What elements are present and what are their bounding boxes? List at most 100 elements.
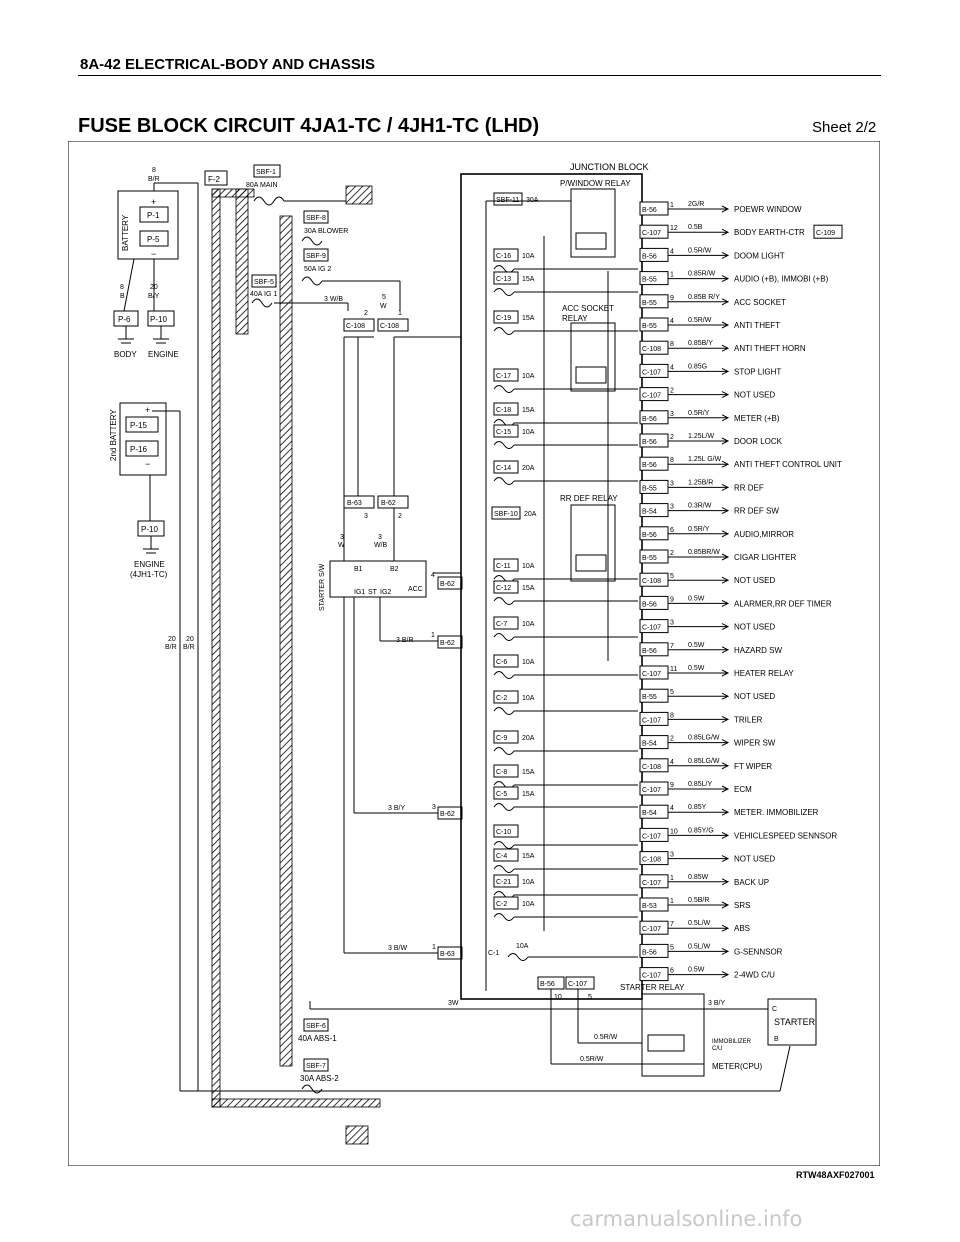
svg-text:C-8: C-8 — [496, 769, 507, 776]
svg-text:20A: 20A — [522, 735, 535, 742]
b56-connector: B-56 — [540, 981, 555, 988]
connector-label: B-54 — [642, 810, 657, 817]
svg-text:C-7: C-7 — [496, 621, 507, 628]
pin-number: 5 — [670, 944, 674, 951]
p15-label: P-15 — [130, 421, 147, 430]
sbf6-rating: 40A ABS-1 — [298, 1034, 337, 1043]
wire-label: 3W — [448, 1000, 459, 1007]
pin-number: 9 — [670, 782, 674, 789]
engine-ground-label: ENGINE — [148, 350, 179, 359]
circuit-label: RR DEF SW — [734, 507, 779, 516]
svg-text:W: W — [338, 542, 345, 549]
sbf10-rating: 20A — [524, 511, 537, 518]
svg-text:10A: 10A — [522, 253, 535, 260]
acc-socket-relay-label2: RELAY — [562, 314, 588, 323]
wire-spec: 0.5W — [688, 967, 705, 974]
c108-connector: C-108 — [346, 323, 365, 330]
connector-label: C-107 — [642, 973, 661, 980]
svg-text:10A: 10A — [522, 879, 535, 886]
connector-label: B-56 — [642, 416, 657, 423]
connector-label: B-53 — [642, 903, 657, 910]
connector-label: B-56 — [642, 207, 657, 214]
connector-label: C-108 — [642, 857, 661, 864]
svg-text:IG1: IG1 — [354, 589, 365, 596]
fuse-c-2: C-2 10A — [493, 690, 638, 715]
circuit-label: ANTI THEFT HORN — [734, 344, 806, 353]
p1-terminal — [139, 206, 169, 223]
svg-text:C-2: C-2 — [496, 695, 507, 702]
acc-socket-relay — [570, 322, 616, 392]
svg-text:C-11: C-11 — [496, 563, 511, 570]
battery-box — [117, 190, 179, 260]
junction-block-label: JUNCTION BLOCK — [570, 162, 649, 172]
battery-plus: + — [151, 197, 156, 207]
svg-text:15A: 15A — [522, 791, 535, 798]
pin-number: 7 — [670, 643, 674, 650]
sbf1-rating: 80A MAIN — [246, 182, 278, 189]
engine2-label: ENGINE — [134, 560, 165, 569]
pin-number: 3 — [670, 852, 674, 859]
pin-number: 11 — [670, 666, 677, 673]
circuit-label: NOT USED — [734, 692, 775, 701]
circuit-label: DOOM LIGHT — [734, 251, 785, 260]
starter-relay-label: STARTER RELAY — [620, 983, 685, 992]
sbf1-label: SBF-1 — [256, 169, 276, 176]
circuit-label: NOT USED — [734, 391, 775, 400]
svg-text:C-9: C-9 — [496, 735, 507, 742]
c108-connector: C-108 — [380, 323, 399, 330]
p5-label: P-5 — [147, 235, 160, 244]
connector-label: B-56 — [642, 462, 657, 469]
svg-text:10A: 10A — [522, 695, 535, 702]
section-header: 8A-42 ELECTRICAL-BODY AND CHASSIS — [80, 56, 376, 73]
wiring-diagram: JUNCTION BLOCK BATTERY + P-1 P-5 − 8 B/R… — [68, 141, 880, 1166]
svg-text:C-2: C-2 — [496, 901, 507, 908]
svg-text:B1: B1 — [354, 566, 363, 573]
wire-spec: 0.85BR/W — [688, 549, 720, 556]
wire-spec: 0.5R/W — [688, 247, 712, 254]
pin-number: 4 — [670, 248, 674, 255]
svg-text:STARTER S/W: STARTER S/W — [319, 563, 326, 611]
svg-text:3: 3 — [378, 534, 382, 541]
svg-text:20A: 20A — [522, 465, 535, 472]
svg-text:10: 10 — [554, 994, 562, 1001]
output-connector — [639, 247, 669, 262]
junction-block — [460, 173, 643, 1000]
wire-spec: 0.3R/W — [688, 503, 712, 510]
svg-text:10A: 10A — [522, 659, 535, 666]
pwindow-relay — [570, 188, 616, 258]
svg-text:C: C — [772, 1006, 777, 1013]
connector-label: B-55 — [642, 694, 657, 701]
pin-number: 6 — [670, 968, 674, 975]
p10-label: P-10 — [150, 315, 167, 324]
f2-label: F-2 — [208, 175, 221, 184]
svg-text:C-16: C-16 — [496, 253, 511, 260]
circuit-label: ANTI THEFT CONTROL UNIT — [734, 460, 842, 469]
svg-text:B2: B2 — [390, 566, 399, 573]
wire-spec: 0.5B — [688, 224, 703, 231]
wire-spec: 0.5W — [688, 642, 705, 649]
circuit-label: 2-4WD C/U — [734, 971, 775, 980]
wire-spec: 1.25L G/W — [688, 456, 722, 463]
circuit-label: AUDIO,MIRROR — [734, 530, 794, 539]
svg-text:C/U: C/U — [712, 1046, 722, 1052]
circuit-label: AUDIO (+B), IMMOBI (+B) — [734, 275, 829, 284]
connector-label: C-107 — [642, 926, 661, 933]
connector-label: C-107 — [642, 717, 661, 724]
svg-text:C-15: C-15 — [496, 429, 511, 436]
svg-text:10A: 10A — [522, 563, 535, 570]
svg-text:1: 1 — [431, 632, 435, 639]
